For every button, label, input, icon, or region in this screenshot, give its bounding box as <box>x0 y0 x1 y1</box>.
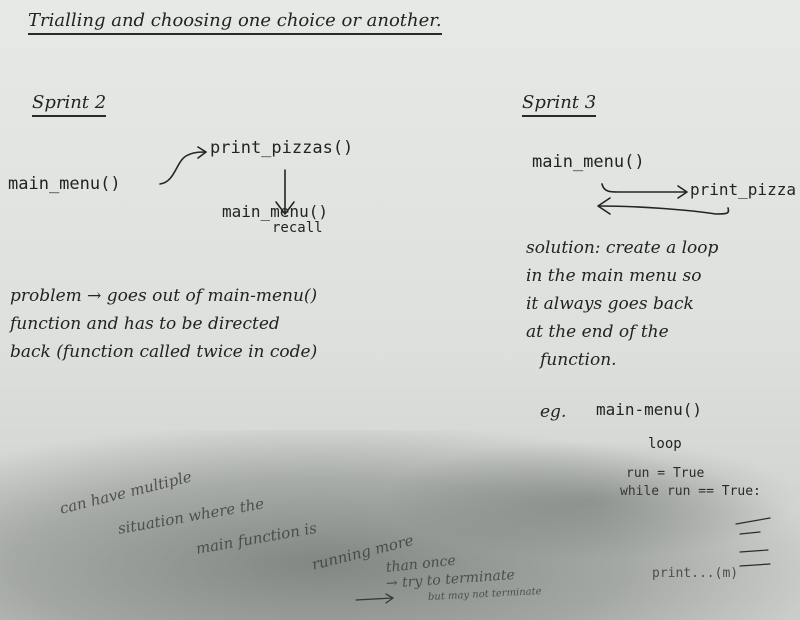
solution-line: solution: create a loop <box>526 238 719 258</box>
sprint3-heading: Sprint 3 <box>522 92 597 117</box>
eg-label: eg. <box>540 402 567 422</box>
sprint2-main-menu: main_menu() <box>8 174 121 194</box>
sprint2-recall-label: recall <box>272 220 323 236</box>
sprint3-print-pizza: print_pizza <box>690 180 796 199</box>
page-title: Trialling and choosing one choice or ano… <box>28 10 442 35</box>
dash-icon <box>735 517 771 525</box>
dash-icon <box>739 549 769 553</box>
arrow-to-print-pizza-icon <box>601 183 687 193</box>
solution-line: it always goes back <box>526 294 694 314</box>
arrow-terminate-icon <box>355 597 393 601</box>
sprint2-main-menu-recall: main_menu() <box>222 202 328 221</box>
dash-icon <box>739 563 771 567</box>
problem-line: function and has to be directed <box>10 314 280 334</box>
arrow-main-to-print-icon <box>159 151 207 185</box>
arrowhead-icon <box>597 197 611 215</box>
solution-line: at the end of the <box>526 322 669 342</box>
arrow-return-icon <box>599 205 730 215</box>
arrowhead-icon <box>275 201 295 215</box>
problem-line: back (function called twice in code) <box>10 342 318 362</box>
solution-line: function. <box>540 350 617 370</box>
sprint2-heading: Sprint 2 <box>32 92 107 117</box>
arrowhead-icon <box>197 146 207 159</box>
dash-icon <box>739 531 761 535</box>
sprint3-main-menu: main_menu() <box>532 152 645 172</box>
problem-line: problem → goes out of main-menu() <box>10 286 318 306</box>
sprint2-print-pizzas: print_pizzas() <box>210 138 354 158</box>
arrowhead-icon <box>677 185 688 199</box>
eg-main-menu: main-menu() <box>596 400 702 419</box>
solution-line: in the main menu so <box>526 266 702 286</box>
